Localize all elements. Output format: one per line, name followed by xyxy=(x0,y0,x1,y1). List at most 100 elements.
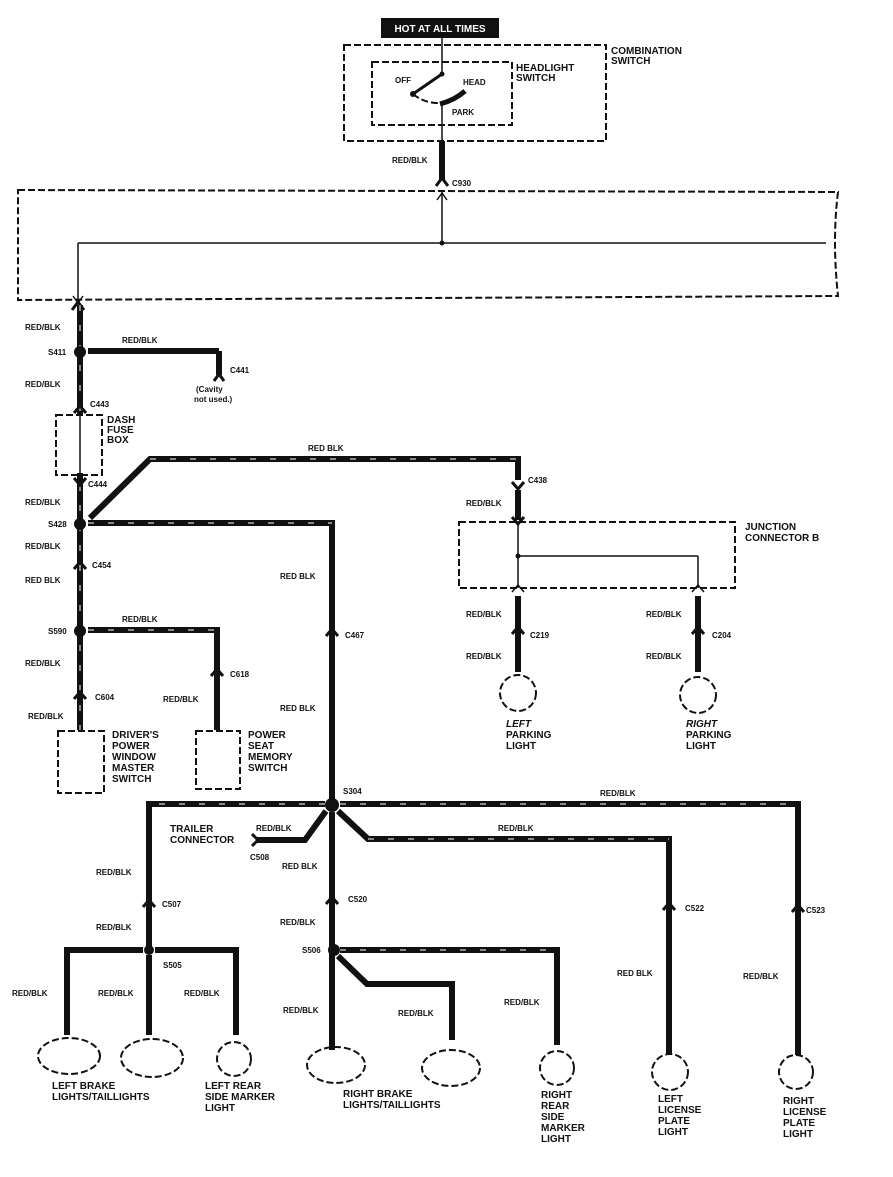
left-parking-light xyxy=(499,674,537,712)
component-label: LIGHT xyxy=(686,741,716,752)
component-label: MASTER xyxy=(112,763,155,774)
right-rear-side-marker xyxy=(539,1050,575,1086)
wire-label: RED/BLK xyxy=(25,380,61,389)
power-source-label: HOT AT ALL TIMES xyxy=(394,24,485,35)
connector-c930: C930 xyxy=(452,179,472,188)
wire-label: RED BLK xyxy=(308,444,344,453)
wire-label: RED/BLK xyxy=(392,156,428,165)
component-label: RIGHT xyxy=(686,719,718,730)
wire-label: RED/BLK xyxy=(504,998,540,1007)
component-label: LICENSE xyxy=(783,1107,827,1118)
wire-label: RED BLK xyxy=(282,862,318,871)
wire-label: RED/BLK xyxy=(12,989,48,998)
component-label: SEAT xyxy=(248,741,274,752)
wire-label: RED/BLK xyxy=(743,972,779,981)
dash-fuse-box xyxy=(55,414,103,476)
splice-label: S411 xyxy=(48,348,67,357)
junction-connector-b xyxy=(458,521,736,589)
splice-label: S304 xyxy=(343,787,362,796)
wire-label: RED/BLK xyxy=(122,336,158,345)
connector-c444: C444 xyxy=(88,480,108,489)
wire-label: RED/BLK xyxy=(122,615,158,624)
connector-c520: C520 xyxy=(348,895,368,904)
component-label: LIGHT xyxy=(506,741,536,752)
wire-label: RED/BLK xyxy=(466,652,502,661)
splice-label: S505 xyxy=(163,961,182,970)
wire-label: RED/BLK xyxy=(98,989,134,998)
wire-label: RED BLK xyxy=(280,572,316,581)
component-label: SWITCH xyxy=(112,774,151,785)
component-label: PLATE xyxy=(658,1116,690,1127)
component-label: LIGHT xyxy=(205,1103,235,1114)
splice-label: S428 xyxy=(48,520,67,529)
wire-label: RED/BLK xyxy=(283,1006,319,1015)
component-label: LIGHT xyxy=(658,1127,688,1138)
connector-c507: C507 xyxy=(162,900,182,909)
right-brake-light-2 xyxy=(421,1049,481,1087)
wire-label: RED/BLK xyxy=(28,712,64,721)
wire-label: RED/BLK xyxy=(646,610,682,619)
wire-label: RED/BLK xyxy=(280,918,316,927)
connector-c438: C438 xyxy=(528,476,548,485)
component-label: RIGHT xyxy=(541,1090,572,1101)
harness-box xyxy=(17,188,840,302)
fuse-box-label: DASH xyxy=(107,415,135,426)
component-label: LIGHT xyxy=(541,1134,571,1145)
wire-label: RED/BLK xyxy=(646,652,682,661)
splice-s590 xyxy=(74,625,86,637)
headlight-switch-label: HEADLIGHT xyxy=(516,63,574,74)
connector-c508: C508 xyxy=(250,853,270,862)
component-label: SWITCH xyxy=(248,763,287,774)
component-label: RIGHT xyxy=(783,1096,814,1107)
splice-label: S506 xyxy=(302,946,321,955)
component-label: DRIVER'S xyxy=(112,730,159,741)
splice-s304 xyxy=(325,798,339,812)
component-label: LEFT xyxy=(658,1094,683,1105)
component-label: LIGHTS/TAILLIGHTS xyxy=(52,1092,150,1103)
wire-label: RED BLK xyxy=(280,704,316,713)
wire-label: RED BLK xyxy=(617,969,653,978)
switch-position-head: HEAD xyxy=(463,78,486,87)
splice-s505 xyxy=(144,945,154,955)
wire-label: RED/BLK xyxy=(466,610,502,619)
wire-label: RED/BLK xyxy=(96,923,132,932)
wire-label: RED/BLK xyxy=(25,323,61,332)
wire-label: RED/BLK xyxy=(25,659,61,668)
junction-label-2: CONNECTOR B xyxy=(745,533,819,544)
switch-position-off: OFF xyxy=(395,76,411,85)
component-label: SIDE MARKER xyxy=(205,1092,276,1103)
component-label: WINDOW xyxy=(112,752,156,763)
left-brake-light-1 xyxy=(37,1037,101,1075)
component-label: MARKER xyxy=(541,1123,586,1134)
component-label: LICENSE xyxy=(658,1105,702,1116)
headlight-switch-contacts xyxy=(410,38,467,141)
component-label: PARKING xyxy=(506,730,552,741)
connector-c204: C204 xyxy=(712,631,732,640)
power-source-badge: HOT AT ALL TIMES xyxy=(381,18,499,38)
power-seat-memory-switch xyxy=(195,730,241,790)
connector-c219: C219 xyxy=(530,631,550,640)
connector-c441: C441 xyxy=(230,366,250,375)
combination-switch-box xyxy=(343,44,607,142)
component-label: PARKING xyxy=(686,730,732,741)
combination-switch-label: COMBINATION xyxy=(611,46,682,57)
connector-c443: C443 xyxy=(90,400,110,409)
wire-label: RED/BLK xyxy=(256,824,292,833)
splice-s506 xyxy=(328,944,340,956)
trailer-connector-label-2: CONNECTOR xyxy=(170,835,235,846)
wire-label: RED BLK xyxy=(25,576,61,585)
junction-label: JUNCTION xyxy=(745,522,796,533)
fuse-box-label-2: FUSE xyxy=(107,425,134,436)
left-license-plate-light xyxy=(651,1053,689,1091)
wire-label: RED/BLK xyxy=(398,1009,434,1018)
component-label: LIGHT xyxy=(783,1129,813,1140)
connector-c522: C522 xyxy=(685,904,705,913)
right-license-plate-light xyxy=(778,1054,814,1090)
connector-c618: C618 xyxy=(230,670,250,679)
wire-label: RED/BLK xyxy=(163,695,199,704)
combination-switch-label-2: SWITCH xyxy=(611,56,650,67)
component-label: MEMORY xyxy=(248,752,293,763)
splice-label: S590 xyxy=(48,627,67,636)
fuse-box-label-3: BOX xyxy=(107,435,129,446)
